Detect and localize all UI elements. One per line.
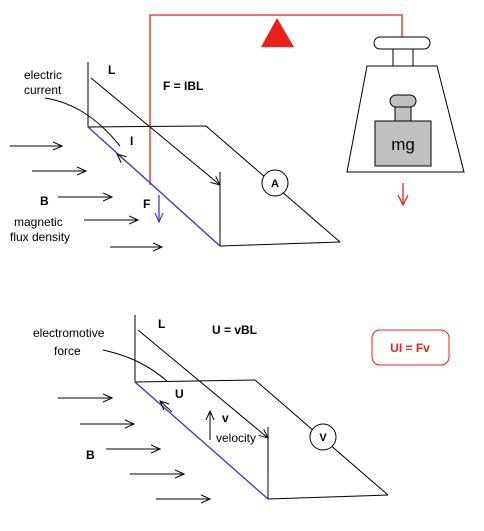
length-arrow [90,77,220,185]
label-I: I [130,134,133,148]
emf-label-1: electromotive [33,326,105,340]
emf-label-2: force [54,344,81,358]
red-wire [149,14,403,185]
power-relation-box [371,329,450,366]
pulley-triangle [261,18,294,47]
magnetic-label-1: magnetic [14,215,63,229]
label-F: F [143,197,150,211]
label-L-bottom: L [158,317,165,331]
label-v: v [222,411,229,425]
length-arrow-bottom [137,329,268,438]
field-arrows-bottom [58,398,210,499]
emf-pointer [102,349,169,383]
far-rail-top [87,125,207,128]
formula-emf: U = vBL [212,323,257,337]
ammeter-label: A [271,178,279,190]
weight-label: mg [391,135,415,154]
conductor-rod-bottom [134,381,269,500]
magnetic-label-2: flux density [10,230,70,244]
current-pointer [44,97,121,147]
electric-current-label-1: electric [24,68,62,82]
near-rail-bottom [267,494,389,500]
top-diagram: L F = IBL electric current I B F magneti… [10,14,465,247]
far-rail-top-bottom [134,379,256,383]
electric-current-label-2: current [24,83,62,97]
label-B-top: B [40,194,49,208]
label-B-bottom: B [86,448,95,462]
weight-icon [346,36,465,173]
conductor-rod [87,126,221,247]
formula-force: F = IBL [163,79,203,93]
current-arrow [117,154,131,166]
ammeter-icon [261,169,289,197]
label-U: U [175,387,184,401]
near-rail [219,241,341,247]
power-relation: UI = Fv [390,341,430,355]
field-arrows-top [10,146,162,247]
bottom-diagram: L U = vBL electromotive force U v veloci… [33,315,450,500]
label-L: L [108,63,115,77]
emf-arrow [160,401,173,413]
voltmeter-icon [309,423,337,451]
voltmeter-label: V [319,432,327,444]
velocity-label: velocity [216,431,256,445]
